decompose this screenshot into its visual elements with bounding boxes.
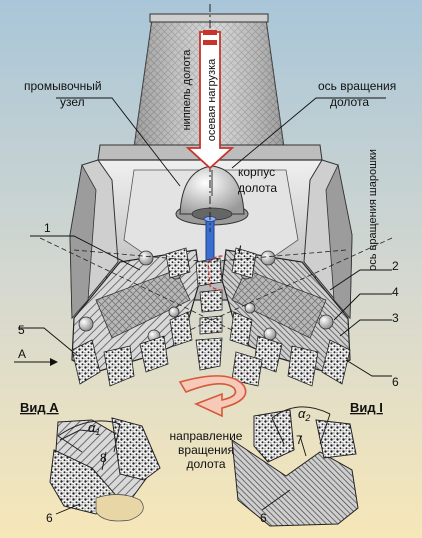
- direction-label-2: вращения: [178, 443, 234, 457]
- alpha1-label: α1: [88, 420, 100, 437]
- view-a-inset: [49, 417, 161, 522]
- rotation-axis-label-2: долота: [330, 95, 369, 109]
- leader-lines: [16, 97, 392, 515]
- axial-load-label-group: осевая нагрузка: [206, 58, 218, 141]
- alpha2-subscript: 2: [304, 413, 310, 423]
- callout-4: 4: [392, 285, 399, 299]
- flush-unit-label-2: узел: [60, 95, 85, 109]
- callout-8: 8: [100, 451, 107, 465]
- callout-5: 5: [18, 323, 25, 337]
- cone-axes: [39, 237, 393, 331]
- callout-7: 7: [296, 433, 303, 447]
- axial-load-arrow: [185, 30, 235, 170]
- callout-6-viewA: 6: [46, 511, 53, 525]
- view-a-title: Вид А: [20, 400, 59, 415]
- left-cone-inserts: [71, 247, 193, 387]
- cone-axis-label-group: ось вращения шарошки: [367, 149, 379, 271]
- left-cone: [71, 247, 201, 387]
- rotation-direction-arrow: [178, 375, 247, 418]
- callout-6-viewI: 6: [260, 511, 267, 525]
- right-cone-inserts: [229, 247, 351, 387]
- cone-axis-label: ось вращения шарошки: [367, 149, 379, 271]
- rotation-axis-label-1: ось вращения: [318, 79, 396, 93]
- callout-6-right: 6: [392, 375, 399, 389]
- arrow-a-label: A: [18, 347, 26, 361]
- callout-3: 3: [392, 311, 399, 325]
- axial-load-label: осевая нагрузка: [206, 58, 218, 141]
- callout-1: 1: [44, 221, 51, 235]
- callout-2: 2: [392, 259, 399, 273]
- direction-label-1: направление: [170, 429, 243, 443]
- flush-unit-label-1: промывочный: [24, 79, 102, 93]
- nipple-label-group: ниппель долота: [181, 49, 193, 131]
- alpha1-symbol: α: [88, 420, 96, 435]
- roman-i-label: I: [238, 243, 242, 257]
- view-i-inset: [231, 406, 359, 527]
- nipple-label: ниппель долота: [181, 49, 193, 131]
- alpha1-subscript: 1: [95, 427, 100, 437]
- body-label-1: корпус: [238, 165, 275, 179]
- right-cone: [221, 247, 351, 387]
- alpha2-label: α2: [298, 406, 310, 423]
- direction-label-3: долота: [187, 457, 226, 471]
- view-i-title: Вид I: [350, 400, 383, 415]
- alpha2-symbol: α: [298, 406, 306, 421]
- body-label-2: долота: [238, 181, 277, 195]
- flushing-unit: [175, 165, 249, 226]
